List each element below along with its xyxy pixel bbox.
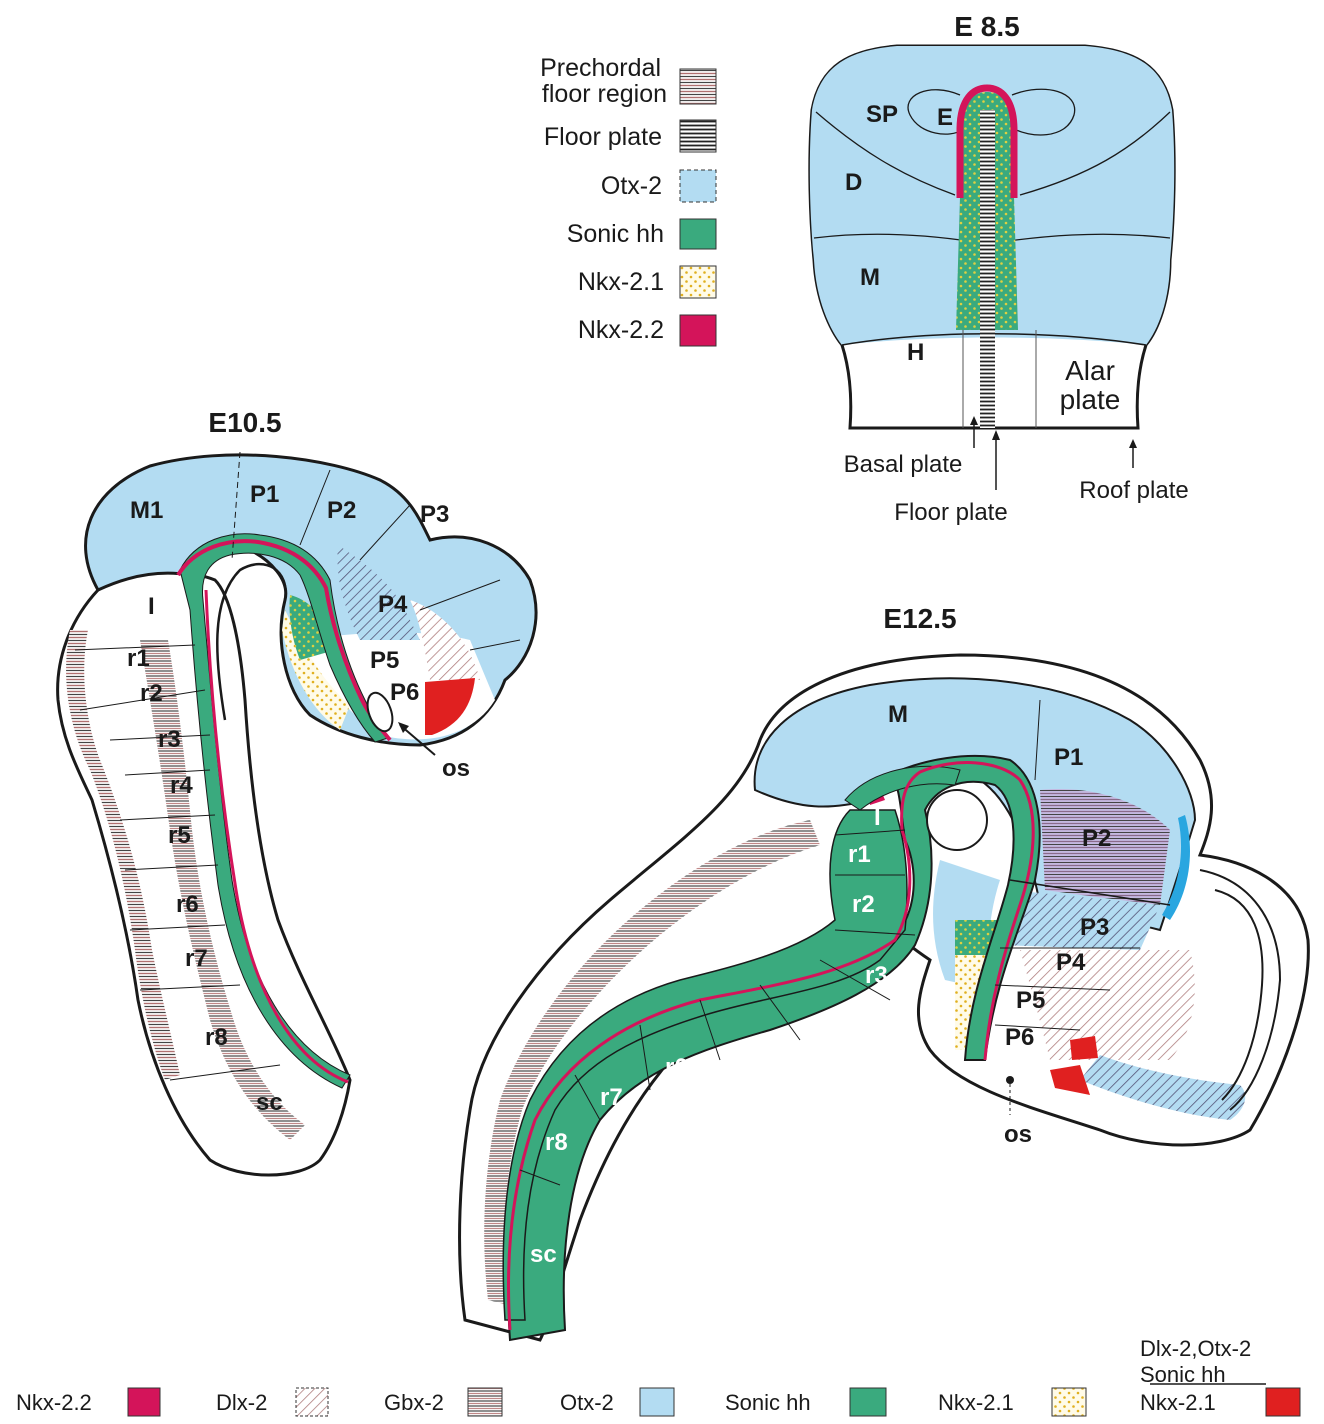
legend-label-nkx22: Nkx-2.2	[578, 316, 664, 344]
e105-region-r2: r2	[140, 680, 163, 707]
e85-label-basal: Basal plate	[844, 451, 963, 478]
legend-label-otx2: Otx-2	[601, 172, 662, 200]
e105-region-p6: P6	[390, 679, 419, 706]
legend-swatch-nkx22	[680, 315, 716, 346]
bottom-legend-label-nkx21: Nkx-2.1	[938, 1390, 1014, 1415]
e125-region-p3: P3	[1080, 914, 1109, 941]
bottom-legend-combo-1: Dlx-2,Otx-2	[1140, 1336, 1251, 1361]
legend-label-nkx21: Nkx-2.1	[578, 268, 664, 296]
e125-region-p2: P2	[1082, 825, 1111, 852]
e125-region-p4: P4	[1056, 949, 1086, 976]
e125-region-p6: P6	[1005, 1024, 1034, 1051]
legend-swatch-shh	[680, 219, 716, 249]
e105-region-sc: sc	[256, 1089, 283, 1116]
legend-label-floor-plate: Floor plate	[544, 123, 662, 151]
bottom-legend-label-otx2: Otx-2	[560, 1390, 614, 1415]
e105-os-label: os	[442, 755, 470, 782]
e105-region-r3: r3	[158, 726, 181, 753]
e85-label-roof: Roof plate	[1079, 477, 1188, 504]
legend-label-shh: Sonic hh	[567, 220, 664, 248]
e85-region-h: H	[907, 339, 924, 366]
e125-title: E12.5	[883, 603, 956, 634]
bottom-legend-label-shh: Sonic hh	[725, 1390, 811, 1415]
e105-region-p1: P1	[250, 481, 279, 508]
top-legend: Prechordal floor region Floor plate Otx-…	[540, 54, 716, 346]
e105-diagram: E10.5	[58, 407, 536, 1175]
e125-diagram: E12.5	[460, 603, 1309, 1340]
legend-swatch-floor-plate	[680, 120, 716, 152]
e105-title: E10.5	[208, 407, 281, 438]
e85-diagram: E 8.5 SP E D M H Alar plate	[810, 11, 1189, 526]
e125-region-p1: P1	[1054, 744, 1083, 771]
bottom-legend-swatch-gbx2	[468, 1388, 502, 1416]
e125-rhombo-r6: r6	[665, 1054, 688, 1081]
e125-region-p5: P5	[1016, 987, 1045, 1014]
e105-region-p4: P4	[378, 591, 408, 618]
e125-rhombo-r5: r5	[740, 1039, 763, 1066]
e105-region-r4: r4	[170, 772, 193, 799]
e85-region-sp: SP	[866, 101, 898, 128]
e85-region-e: E	[937, 104, 953, 131]
bottom-legend-label-gbx2: Gbx-2	[384, 1390, 444, 1415]
e125-os-label: os	[1004, 1121, 1032, 1148]
e85-region-m: M	[860, 264, 880, 291]
e105-region-m1: M1	[130, 497, 163, 524]
e125-region-i: I	[874, 804, 881, 831]
e105-region-p5: P5	[370, 647, 399, 674]
e125-rhombo-r3: r3	[865, 962, 888, 989]
bottom-legend-swatch-nkx22	[128, 1388, 160, 1416]
bottom-legend-swatch-otx2	[640, 1388, 674, 1416]
legend-swatch-otx2	[680, 170, 716, 202]
e85-alar-2: plate	[1060, 384, 1121, 415]
e105-region-r7: r7	[185, 945, 208, 972]
e105-region-p2: P2	[327, 497, 356, 524]
e125-rhombo-r8: r8	[545, 1129, 568, 1156]
e85-label-floor: Floor plate	[894, 499, 1007, 526]
e125-rhombo-sc: sc	[530, 1241, 557, 1268]
legend-label-prechordal-2: floor region	[542, 80, 667, 108]
legend-label-prechordal-1: Prechordal	[540, 54, 661, 82]
e85-alar-1: Alar	[1065, 355, 1115, 386]
e105-region-r1: r1	[127, 645, 150, 672]
e85-floor-plate	[980, 110, 995, 428]
bottom-legend-combo-3: Nkx-2.1	[1140, 1390, 1216, 1415]
bottom-legend-swatch-shh	[850, 1388, 886, 1416]
bottom-legend-label-dlx2: Dlx-2	[216, 1390, 267, 1415]
e125-rhombo-r1: r1	[848, 841, 871, 868]
e125-rhombo-r2: r2	[852, 891, 875, 918]
e105-region-i: I	[148, 593, 155, 620]
bottom-legend-swatch-combo	[1266, 1388, 1300, 1416]
bottom-legend: Nkx-2.2 Dlx-2 Gbx-2 Otx-2 Sonic hh Nkx-2…	[16, 1336, 1300, 1416]
e105-region-r5: r5	[168, 822, 191, 849]
e125-rhombo-r7: r7	[600, 1084, 623, 1111]
legend-swatch-prechordal	[680, 69, 716, 104]
e85-region-d: D	[845, 169, 862, 196]
e125-rhombo-r4: r4	[818, 1015, 841, 1042]
bottom-legend-swatch-nkx21	[1052, 1388, 1086, 1416]
e125-region-m: M	[888, 701, 908, 728]
e125-combo-block-2	[1070, 1036, 1098, 1060]
e105-region-r6: r6	[176, 891, 199, 918]
e85-title: E 8.5	[954, 11, 1019, 42]
bottom-legend-swatch-dlx2	[296, 1388, 328, 1416]
e105-region-r8: r8	[205, 1024, 228, 1051]
legend-swatch-nkx21	[680, 266, 716, 298]
bottom-legend-label-nkx22: Nkx-2.2	[16, 1390, 92, 1415]
e105-region-p3: P3	[420, 501, 449, 528]
